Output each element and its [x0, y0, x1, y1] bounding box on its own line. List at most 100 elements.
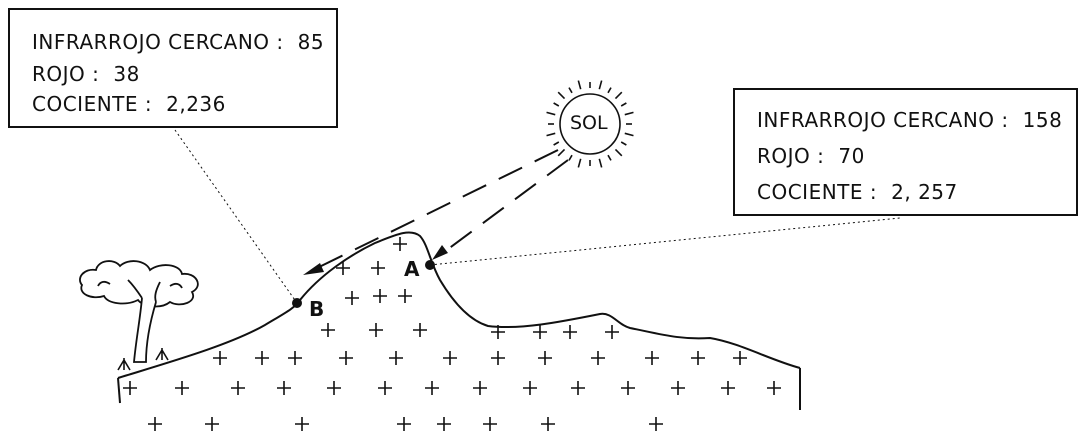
point-b-red-value: 38 [113, 62, 140, 86]
texture-plus-mark [369, 323, 383, 337]
point-a-ratio-label: COCIENTE : [757, 180, 878, 204]
sun-icon [546, 80, 634, 168]
point-b-marker [292, 298, 302, 308]
leader-line-b [174, 129, 298, 304]
point-a-info-box: INFRARROJO CERCANO : 158 ROJO : 70 COCIENT… [733, 88, 1078, 216]
sunlight-rays [312, 149, 569, 271]
sun-ray [546, 111, 556, 116]
texture-plus-mark [563, 325, 577, 339]
point-a-ratio-value: 2, 257 [891, 180, 958, 204]
sun-ray [568, 154, 573, 161]
arrow-icon [303, 245, 448, 275]
texture-plus-mark [533, 325, 547, 339]
point-b-red-label: ROJO : [32, 62, 100, 86]
leader-line-a [429, 217, 901, 266]
point-b-info-box: INFRARROJO CERCANO : 85 ROJO : 38 COCIENTE… [8, 8, 338, 128]
texture-plus-mark [473, 381, 487, 395]
texture-plus-mark [175, 381, 189, 395]
point-b-red-row: ROJO : 38 [32, 62, 140, 86]
point-a-infrared-label: INFRARROJO CERCANO : [757, 108, 1009, 132]
texture-plus-mark [378, 381, 392, 395]
point-b-ratio-row: COCIENTE : 2,236 [32, 92, 226, 116]
sun-ray [607, 87, 612, 94]
texture-plus-mark [591, 351, 605, 365]
texture-plus-mark [571, 381, 585, 395]
point-b-ratio-label: COCIENTE : [32, 92, 153, 116]
texture-plus-mark [148, 417, 162, 431]
sun-label: SOL [570, 112, 608, 134]
texture-plus-mark [339, 351, 353, 365]
texture-plus-mark [523, 381, 537, 395]
texture-plus-mark [437, 417, 451, 431]
point-b-infrared-row: INFRARROJO CERCANO : 85 [32, 30, 324, 54]
sun-ray [607, 154, 612, 161]
texture-plus-mark [491, 351, 505, 365]
point-b-infrared-value: 85 [297, 30, 325, 54]
sun-ray [553, 141, 560, 146]
point-a-infrared-value: 158 [1022, 108, 1063, 132]
grass-icon [117, 348, 169, 371]
point-a-infrared-row: INFRARROJO CERCANO : 158 [757, 108, 1062, 132]
point-a-ratio-row: COCIENTE : 2, 257 [757, 180, 958, 204]
texture-plus-mark [277, 381, 291, 395]
texture-plus-mark [373, 289, 387, 303]
texture-plus-mark [397, 417, 411, 431]
point-a-red-row: ROJO : 70 [757, 144, 865, 168]
texture-plus-mark [327, 381, 341, 395]
texture-plus-mark [443, 351, 457, 365]
terrain-texture [123, 237, 781, 431]
terrain-outline [117, 231, 801, 379]
tree-icon [79, 260, 199, 363]
texture-plus-mark [671, 381, 685, 395]
point-b-label: B [309, 297, 325, 321]
texture-plus-mark [398, 289, 412, 303]
texture-plus-mark [538, 351, 552, 365]
texture-plus-mark [393, 237, 407, 251]
sun-ray [598, 158, 603, 168]
point-a-red-value: 70 [838, 144, 865, 168]
texture-plus-mark [721, 381, 735, 395]
texture-plus-mark [288, 351, 302, 365]
texture-plus-mark [389, 351, 403, 365]
point-b-ratio-value: 2,236 [166, 92, 226, 116]
texture-plus-mark [255, 351, 269, 365]
sun-ray [557, 91, 566, 100]
texture-plus-mark [213, 351, 227, 365]
sun-ray [553, 102, 560, 107]
sun-ray [624, 111, 634, 116]
texture-plus-mark [621, 381, 635, 395]
sun-ray [568, 87, 573, 94]
terrain-left-edge [117, 377, 121, 404]
texture-plus-mark [413, 323, 427, 337]
texture-plus-mark [645, 351, 659, 365]
point-a-red-label: ROJO : [757, 144, 825, 168]
sun-ray [624, 132, 634, 137]
texture-plus-mark [205, 417, 219, 431]
point-a-marker [425, 260, 435, 270]
sun-ray [620, 102, 627, 107]
sun-ray [577, 158, 582, 168]
texture-plus-mark [733, 351, 747, 365]
texture-plus-mark [321, 323, 335, 337]
texture-plus-mark [691, 351, 705, 365]
texture-plus-mark [371, 261, 385, 275]
sun-ray [557, 148, 566, 157]
point-b-infrared-label: INFRARROJO CERCANO : [32, 30, 284, 54]
sun-ray [598, 80, 603, 90]
sun-ray [614, 91, 623, 100]
sun-ray [577, 80, 582, 90]
texture-plus-mark [295, 417, 309, 431]
sun-ray [620, 141, 627, 146]
texture-plus-mark [345, 291, 359, 305]
texture-plus-mark [231, 381, 245, 395]
texture-plus-mark [605, 325, 619, 339]
texture-plus-mark [336, 261, 350, 275]
texture-plus-mark [767, 381, 781, 395]
texture-plus-mark [123, 381, 137, 395]
texture-plus-mark [483, 417, 497, 431]
sun-ray [614, 148, 623, 157]
texture-plus-mark [491, 325, 505, 339]
point-a-label: A [404, 257, 420, 281]
texture-plus-mark [425, 381, 439, 395]
